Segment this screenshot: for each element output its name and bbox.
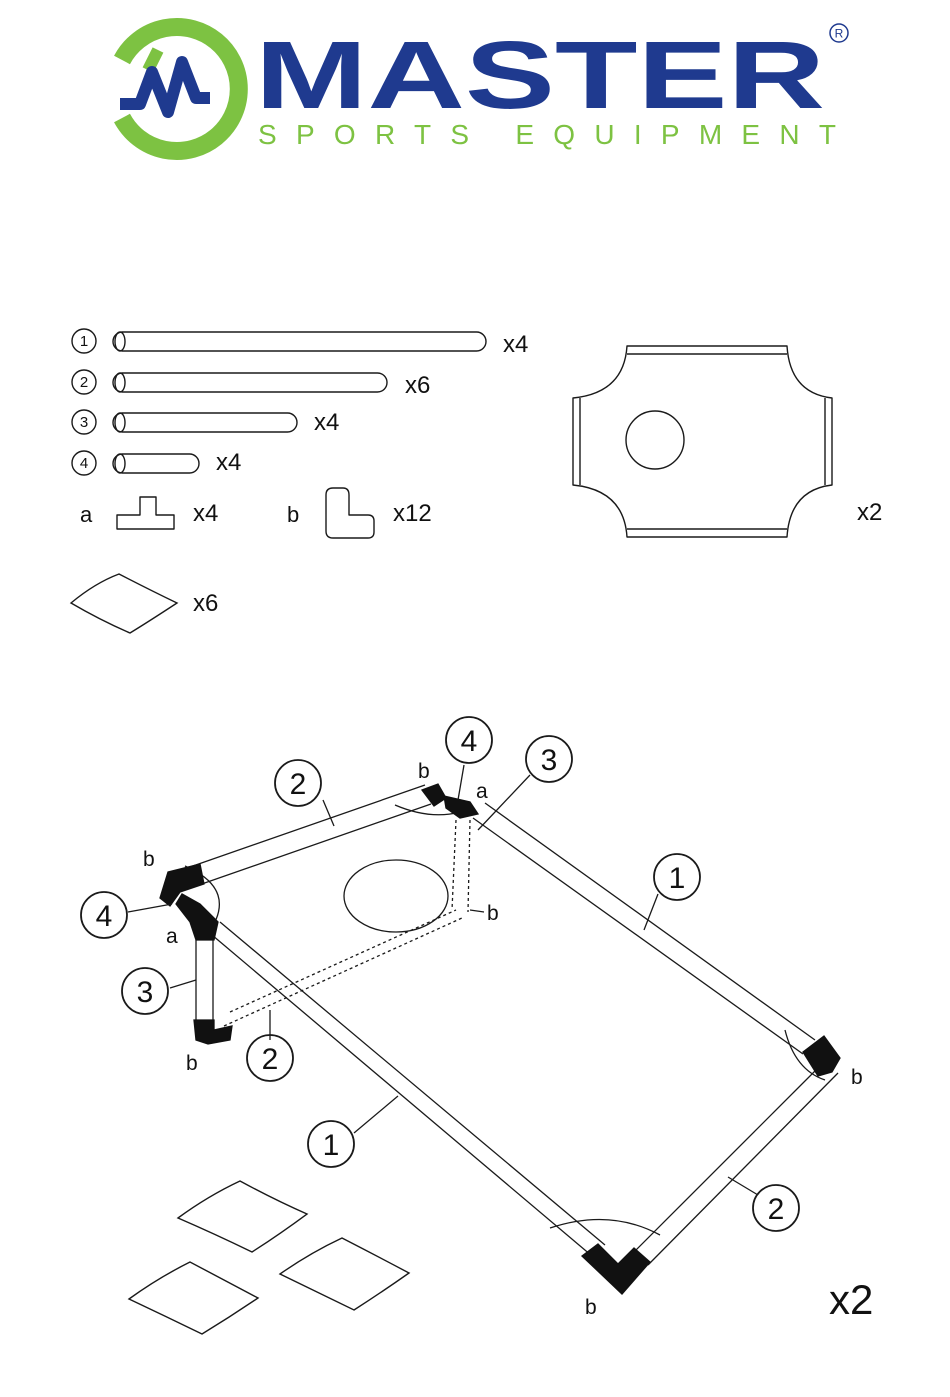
tube-2-row [72,370,387,394]
callout-number: 3 [137,976,154,1009]
connector-b-right-corner [803,1036,840,1076]
parts-labels: 1 2 3 4 x4 x6 x4 x4 a x4 b x12 x6 x2 [80,331,883,617]
connector-b-qty: x12 [393,500,432,527]
board-hole [626,411,684,469]
tube-4-row [72,451,199,475]
part-number: 1 [80,333,88,350]
assembly-diagram [81,717,840,1294]
callout-number: 3 [541,744,558,777]
connector-a-left [176,894,218,940]
connector-b-left-foot [194,1020,232,1044]
board-qty: x2 [857,499,882,526]
callout-number: 4 [461,725,478,758]
bean-bag [129,1262,258,1334]
callout-number: 1 [323,1129,340,1162]
part-number: 2 [80,374,88,391]
part-number: 4 [80,455,88,472]
tube-1-icon [113,332,486,351]
connector-b-icon [326,488,374,538]
connector-label: b [487,902,499,925]
connector-a-letter: a [80,502,93,527]
tube-3-row [72,410,297,434]
bean-bag-icon [71,574,177,633]
callout-number: 1 [669,862,686,895]
board-icon [573,346,832,537]
tube-2-qty: x6 [405,372,430,399]
connector-b-back-right [422,784,446,806]
tube-1-qty: x4 [503,331,528,358]
bean-bag [178,1181,307,1252]
brand-name: MASTER [255,22,825,129]
assembly-multiplier: x2 [829,1276,873,1323]
connector-label: b [186,1052,198,1075]
bean-bags [129,1181,409,1334]
logo-emblem [120,27,239,151]
tube-1-left [212,922,605,1256]
connector-label: a [166,925,178,948]
brand-logo: MASTER R SPORTS EQUIPMENT [120,22,848,151]
callout-number: 2 [290,768,307,801]
registered-mark: R [835,27,844,41]
bean-bag-qty: x6 [193,590,218,617]
callout-number: 4 [96,900,113,933]
tube-3-qty: x4 [314,409,339,436]
connector-label: a [476,780,488,803]
tube-2-hidden [224,910,462,1026]
part-number: 3 [80,414,88,431]
callout-number: 2 [262,1043,279,1076]
bean-bag [280,1238,409,1310]
tube-2-icon [113,373,387,392]
tube-4-qty: x4 [216,449,241,476]
callout-number: 2 [768,1193,785,1226]
tube-4-icon [113,454,199,473]
tube-3-left-leg [196,940,213,1022]
parts-list [71,329,832,633]
connector-label: b [143,848,155,871]
tube-2-top [190,785,431,886]
connector-label: b [851,1066,863,1089]
connector-label: b [418,760,430,783]
connector-b-front-corner [582,1244,650,1294]
tube-3-hidden-leg [452,820,470,912]
board-hole-outline [344,860,448,932]
tube-1-row [72,329,486,353]
connector-label: b [585,1296,597,1319]
connectors [160,784,840,1294]
tube-3-icon [113,413,297,432]
connector-a-icon [117,497,174,529]
connector-a-qty: x4 [193,500,218,527]
connector-b-letter: b [287,502,299,527]
